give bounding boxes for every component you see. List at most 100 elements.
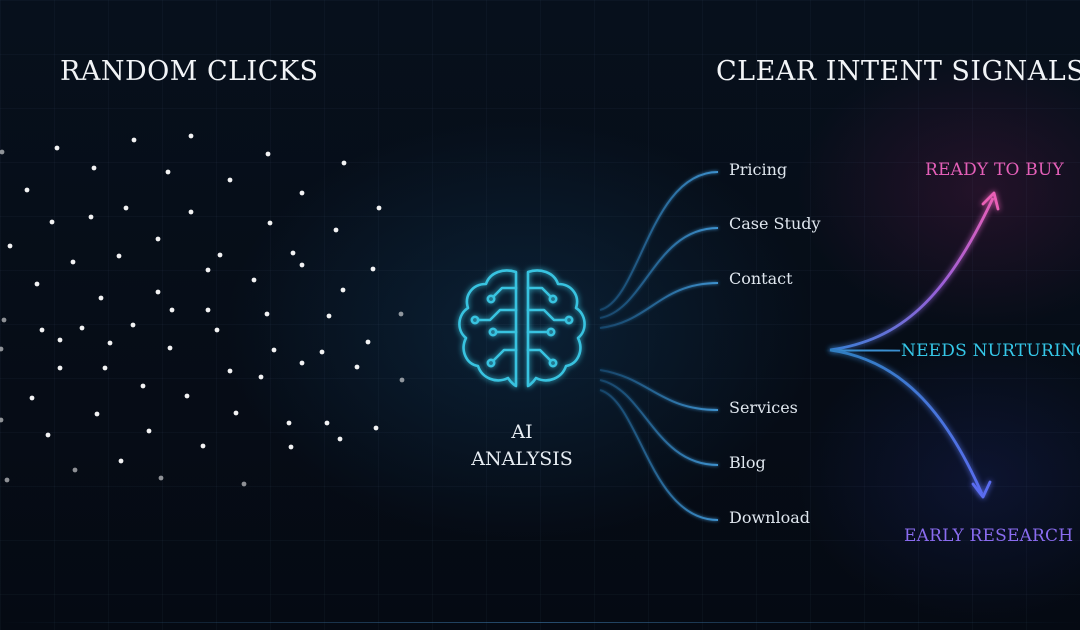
click-dot xyxy=(123,205,129,211)
click-dot xyxy=(288,444,294,450)
click-dot xyxy=(227,368,233,374)
click-dot xyxy=(299,190,305,196)
click-dot xyxy=(155,236,161,242)
random-click-dots xyxy=(0,133,405,487)
click-dot xyxy=(365,339,371,345)
click-dot xyxy=(167,345,173,351)
click-dot xyxy=(188,209,194,215)
click-dot xyxy=(184,393,190,399)
click-dot xyxy=(45,432,51,438)
click-dot xyxy=(57,337,63,343)
click-dot xyxy=(241,481,247,487)
click-dot xyxy=(140,383,146,389)
click-dot xyxy=(337,436,343,442)
click-dot xyxy=(324,420,330,426)
click-dot xyxy=(70,259,76,265)
connector-download xyxy=(599,389,719,521)
click-dot xyxy=(116,253,122,259)
page-label-download: Download xyxy=(729,508,810,527)
click-dot xyxy=(319,349,325,355)
click-dot xyxy=(1,317,7,323)
click-dot xyxy=(299,360,305,366)
click-dot xyxy=(264,311,270,317)
click-dot xyxy=(188,133,194,139)
click-dot xyxy=(158,475,164,481)
click-dot xyxy=(251,277,257,283)
click-dot xyxy=(57,365,63,371)
click-dot xyxy=(0,346,4,352)
connector-services xyxy=(599,369,719,411)
page-label-case-study: Case Study xyxy=(729,214,821,233)
click-dot xyxy=(130,322,136,328)
click-dot xyxy=(131,137,137,143)
click-dot xyxy=(107,340,113,346)
click-dot xyxy=(146,428,152,434)
brain-circuit-icon xyxy=(458,269,586,388)
page-label-blog: Blog xyxy=(729,453,766,472)
click-dot xyxy=(333,227,339,233)
connector-blog xyxy=(599,379,719,466)
click-dot xyxy=(340,287,346,293)
page-label-contact: Contact xyxy=(729,269,793,288)
click-dot xyxy=(4,477,10,483)
click-dot xyxy=(290,250,296,256)
click-dot xyxy=(165,169,171,175)
ready-to-buy-arrow-line xyxy=(829,197,995,352)
click-dot xyxy=(7,243,13,249)
click-dot xyxy=(205,307,211,313)
click-dot xyxy=(233,410,239,416)
outcome-ready-to-buy: READY TO BUY xyxy=(925,160,1064,180)
click-dot xyxy=(169,307,175,313)
bottom-divider xyxy=(0,622,1080,623)
click-dot xyxy=(54,145,60,151)
click-dot xyxy=(0,149,5,155)
click-dot xyxy=(214,327,220,333)
click-dot xyxy=(72,467,78,473)
click-dot xyxy=(286,420,292,426)
click-dot xyxy=(227,177,233,183)
ai-label-line1: AI xyxy=(511,421,533,443)
click-dot xyxy=(91,165,97,171)
click-dot xyxy=(267,220,273,226)
click-dot xyxy=(94,411,100,417)
click-dot xyxy=(102,365,108,371)
page-label-services: Services xyxy=(729,398,798,417)
click-dot xyxy=(341,160,347,166)
ready-to-buy-arrowhead-icon xyxy=(981,191,1000,211)
click-dot xyxy=(258,374,264,380)
click-dot xyxy=(98,295,104,301)
click-dot xyxy=(398,311,404,317)
outcome-early-research: EARLY RESEARCH xyxy=(904,526,1074,546)
click-dot xyxy=(49,219,55,225)
page-label-pricing: Pricing xyxy=(729,160,788,179)
click-dot xyxy=(370,266,376,272)
early-research-arrowhead-icon xyxy=(971,480,992,499)
outcome-needs-nurturing: NEEDS NURTURING xyxy=(901,341,1080,361)
connector-case-study xyxy=(599,227,719,319)
click-dot xyxy=(88,214,94,220)
click-dot xyxy=(373,425,379,431)
click-dot xyxy=(39,327,45,333)
early-research-arrow-line xyxy=(829,348,984,495)
click-dot xyxy=(155,289,161,295)
heading-clear-intent-signals: CLEAR INTENT SIGNALS xyxy=(716,56,1080,87)
click-dot xyxy=(79,325,85,331)
connector-contact xyxy=(599,282,719,329)
click-dot xyxy=(200,443,206,449)
click-dot xyxy=(118,458,124,464)
click-dot xyxy=(34,281,40,287)
click-dot xyxy=(0,417,4,423)
click-dot xyxy=(399,377,405,383)
page-connector-lines xyxy=(599,171,719,521)
needs-nurturing-line xyxy=(829,348,901,353)
click-dot xyxy=(376,205,382,211)
click-dot xyxy=(217,252,223,258)
connector-pricing xyxy=(599,171,719,311)
ai-label-line2: ANALYSIS xyxy=(471,448,573,470)
click-dot xyxy=(29,395,35,401)
click-dot xyxy=(205,267,211,273)
click-dot xyxy=(354,364,360,370)
